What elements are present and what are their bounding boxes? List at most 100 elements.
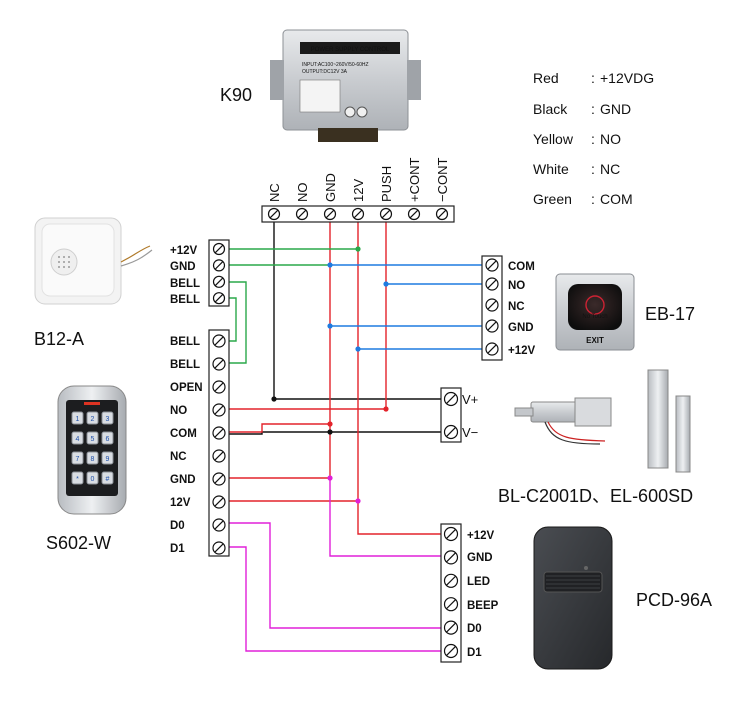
doorbell-terminal-label: BELL xyxy=(170,294,200,306)
keypad-key-label: 3 xyxy=(106,416,110,423)
keypad-key-label: 7 xyxy=(76,456,80,463)
doorbell-terminal-label: BELL xyxy=(170,278,200,290)
keypad-terminal-label: D1 xyxy=(170,543,185,555)
legend-color-name: Black xyxy=(533,101,568,117)
reader-screws xyxy=(443,526,459,659)
psu-terminal-label: 12V xyxy=(351,179,366,202)
legend-separator: : xyxy=(591,70,595,86)
reader-terminal-label: D0 xyxy=(467,623,482,635)
wire-magenta-d0 xyxy=(229,522,445,629)
keypad-key-label: 6 xyxy=(106,436,110,443)
junction-dot xyxy=(355,346,361,352)
wire-green-bell-link-1 xyxy=(229,281,247,364)
terminal-screw xyxy=(485,258,499,272)
legend-row: Black : GND xyxy=(533,101,631,117)
junction-dot xyxy=(383,281,389,287)
keypad-key-label: # xyxy=(106,476,110,483)
keypad-key-label: 2 xyxy=(91,416,95,423)
terminal-screw xyxy=(212,426,226,440)
junction-dot xyxy=(383,406,389,412)
legend-meaning: +12VDG xyxy=(600,70,654,86)
keypad-terminal-label: NC xyxy=(170,451,187,463)
power-supply-terminal-block xyxy=(318,128,378,142)
terminal-screw xyxy=(379,207,393,221)
terminal-screw xyxy=(485,342,499,356)
keypad-key-label: 5 xyxy=(91,436,95,443)
junction-dot xyxy=(327,421,333,427)
terminal-screw xyxy=(212,472,226,486)
exit-button-name: EB-17 xyxy=(645,304,695,324)
reader-terminal-label: GND xyxy=(467,552,493,564)
exit-terminal-label: NC xyxy=(508,301,525,313)
terminal-screw xyxy=(323,207,337,221)
keypad-key-label: 8 xyxy=(91,456,95,463)
keypad-key: 0 xyxy=(86,471,99,485)
exit-terminal-label: GND xyxy=(508,322,534,334)
exit-label: EXIT xyxy=(586,336,604,345)
keypad-screws xyxy=(212,334,226,555)
wire-red-reader-12v xyxy=(357,501,445,535)
doorbell-terminal-block: +12V GND BELL BELL xyxy=(170,239,230,307)
wire-magenta-gnd xyxy=(329,478,445,557)
keypad-terminal-label: BELL xyxy=(170,336,200,348)
doorbell-screws xyxy=(212,242,226,305)
exit-touch-label: No Touch xyxy=(582,314,607,320)
legend-color-name: White xyxy=(533,161,569,177)
terminal-screw xyxy=(212,242,226,256)
lock-devices: BL-C2001D、EL-600SD xyxy=(498,369,693,506)
lock-screws xyxy=(443,391,459,440)
terminal-screw xyxy=(212,357,226,371)
terminal-screw xyxy=(443,424,459,440)
keypad-terminal-label: D0 xyxy=(170,520,185,532)
doorbell-device: B12-A xyxy=(34,217,153,349)
terminal-screw xyxy=(443,620,459,635)
doorbell-name: B12-A xyxy=(34,329,84,349)
keypad-key: 6 xyxy=(101,431,114,445)
reader-terminal-label: LED xyxy=(467,576,490,588)
terminal-screw xyxy=(212,541,226,555)
terminal-screw xyxy=(485,298,499,312)
legend-color-name: Green xyxy=(533,191,572,207)
keypad-key: * xyxy=(71,471,84,485)
lock-name: BL-C2001D、EL-600SD xyxy=(498,486,693,506)
terminal-screw xyxy=(212,292,226,305)
keypad-terminal-label: 12V xyxy=(170,497,191,509)
exit-button-device: No Touch EXIT EB-17 xyxy=(555,273,695,351)
reader-device: PCD-96A xyxy=(533,526,712,670)
wire-black-nc-vplus xyxy=(273,218,445,400)
legend-meaning: NC xyxy=(600,161,620,177)
reader-terminal-block: +12V GND LED BEEP D0 D1 xyxy=(440,523,499,663)
terminal-screw xyxy=(443,597,459,612)
wire-magenta-d1 xyxy=(229,546,445,652)
terminal-screw xyxy=(485,319,499,333)
terminal-screw xyxy=(443,526,459,542)
terminal-screw xyxy=(351,207,365,221)
terminal-screw xyxy=(443,573,459,588)
terminal-screw xyxy=(212,380,226,394)
legend-separator: : xyxy=(591,191,595,207)
junction-dot xyxy=(355,246,361,252)
psu-terminal-label: +CONT xyxy=(407,158,422,202)
legend-row: Yellow : NO xyxy=(533,131,621,147)
psu-terminal-labels: NC NO GND 12V PUSH +CONT −CONT xyxy=(267,158,450,202)
psu-terminal-label: PUSH xyxy=(379,166,394,202)
terminal-screw xyxy=(435,207,449,221)
color-legend: Red : +12VDG Black : GND Yellow : NO Whi… xyxy=(533,70,654,207)
keypad-terminal-label: GND xyxy=(170,474,196,486)
psu-terminal-label: NC xyxy=(267,183,282,202)
keypad-terminal-label: OPEN xyxy=(170,382,203,394)
terminal-screw xyxy=(212,259,226,272)
power-supply-name: K90 xyxy=(220,85,252,105)
junction-dot xyxy=(327,429,333,435)
legend-row: White : NC xyxy=(533,161,620,177)
terminal-screw xyxy=(212,334,226,348)
keypad-key: 5 xyxy=(86,431,99,445)
legend-meaning: GND xyxy=(600,101,631,117)
power-supply-warning-label xyxy=(299,79,341,113)
keypad-name: S602-W xyxy=(46,533,111,553)
legend-separator: : xyxy=(591,131,595,147)
keypad-key: 9 xyxy=(101,451,114,465)
wire-red-push-no xyxy=(229,218,387,410)
